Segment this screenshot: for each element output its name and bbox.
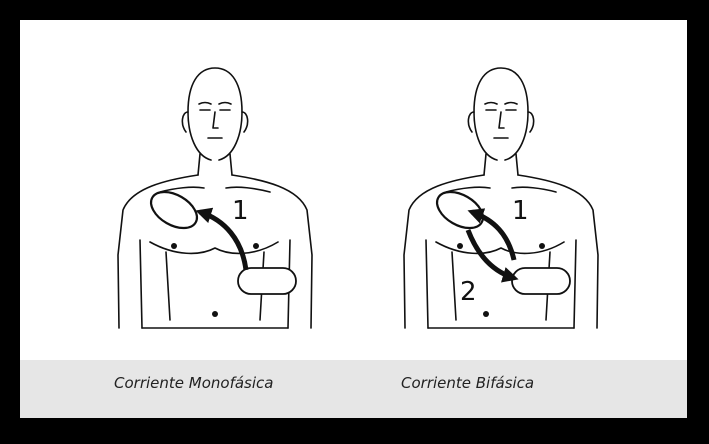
caption-monophasic: Corriente Monofásica [114,374,273,392]
right-label-1: 1 [512,196,529,226]
right-sternum-paddle [431,185,489,236]
left-apex-paddle [238,268,296,294]
right-fig-right-nipple-dot [539,243,545,249]
right-fig-navel-dot [483,311,489,317]
right-fig-left-nipple-dot [457,243,463,249]
diagram-panel: 1 [20,20,687,418]
left-sternum-paddle [145,185,203,236]
torso-diagrams: 1 [20,20,687,418]
caption-biphasic: Corriente Bifásica [401,374,534,392]
left-nipple-dot [171,243,177,249]
right-label-2: 2 [460,277,477,307]
right-torso-figure [404,68,598,328]
right-apex-paddle [512,268,570,294]
left-label-1: 1 [232,196,249,226]
navel-dot [212,311,218,317]
right-nipple-dot [253,243,259,249]
